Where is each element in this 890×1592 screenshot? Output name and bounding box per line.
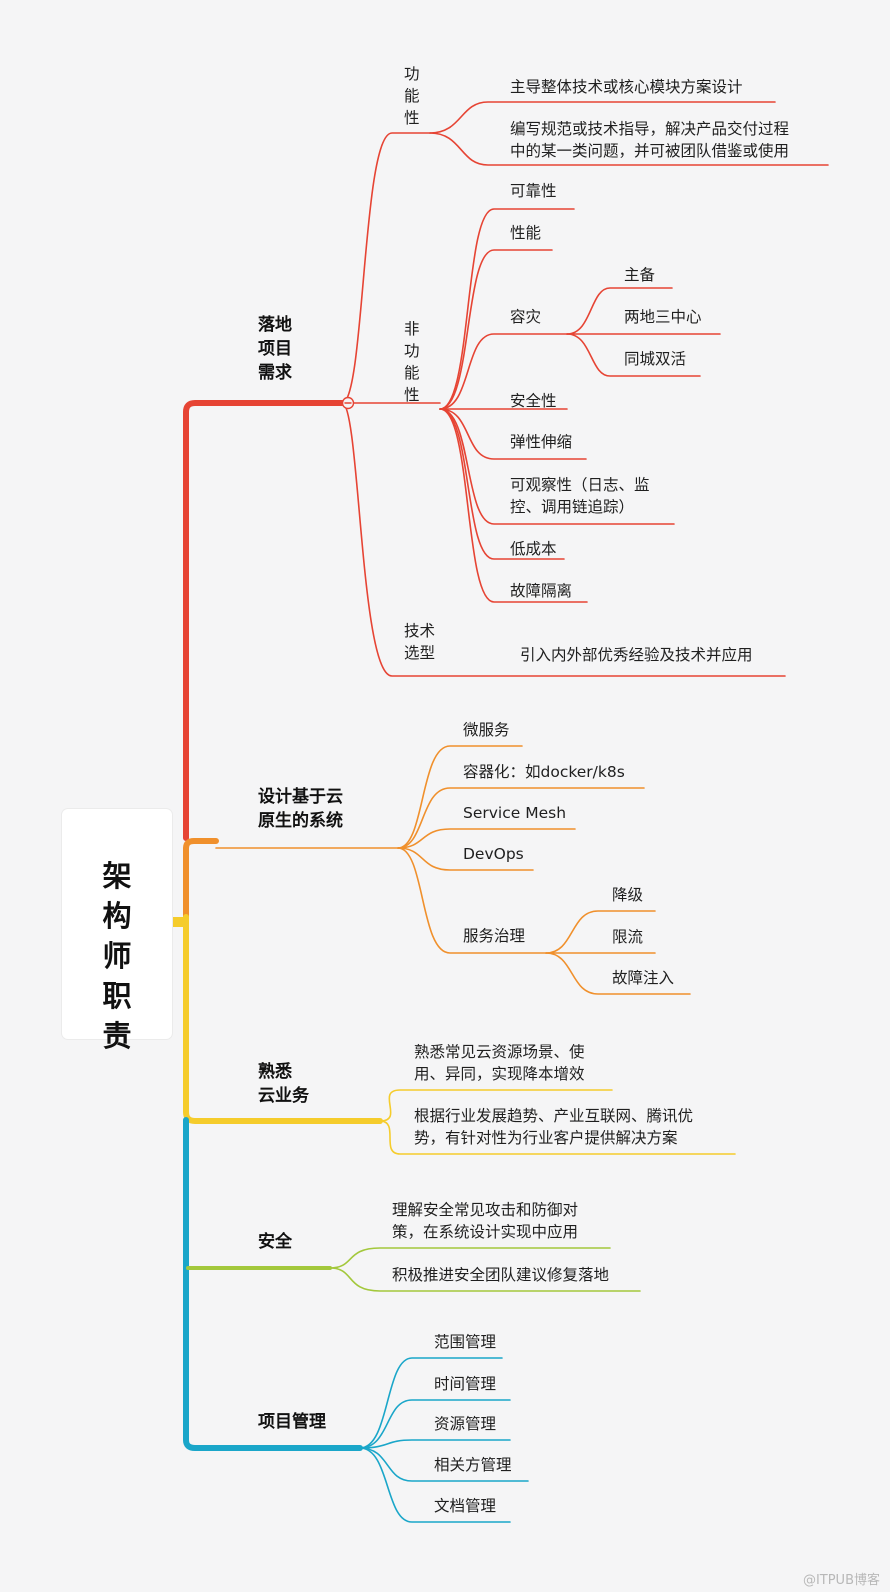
dr-item: 同城双活: [624, 350, 687, 368]
cloudbiz-item: 根据行业发展趋势、产业互联网、腾讯优 势，有针对性为行业客户提供解决方案: [414, 1107, 694, 1147]
branch-cloudnative-connectors: [215, 745, 691, 995]
nonfunctional-item: 故障隔离: [510, 582, 573, 600]
pm-item: 文档管理: [434, 1497, 497, 1515]
governance-item: 限流: [612, 928, 644, 946]
cloudbiz-item: 熟悉常见云资源场景、使 用、异同，实现降本增效: [414, 1043, 585, 1083]
cloudnative-item: DevOps: [463, 845, 524, 863]
functional-item: 编写规范或技术指导，解决产品交付过程 中的某一类问题，并可被团队借鉴或使用: [510, 120, 790, 160]
spine-root-connector: [172, 917, 187, 927]
pm-item: 时间管理: [434, 1375, 497, 1393]
branch-security-title: 安全: [258, 1232, 292, 1252]
security-item: 理解安全常见攻击和防御对 策，在系统设计实现中应用: [392, 1201, 579, 1241]
cloudnative-item: Service Mesh: [463, 804, 567, 822]
branch-security-connectors: [329, 1247, 641, 1292]
nonfunctional-item: 安全性: [510, 392, 557, 410]
nonfunctional-item: 弹性伸缩: [510, 433, 573, 451]
pm-item: 相关方管理: [434, 1456, 512, 1474]
branch-landing-connectors: [229, 101, 829, 677]
nonfunctional-item: 容灾: [510, 308, 542, 326]
governance-item: 故障注入: [612, 969, 675, 987]
nonfunctional-item: 可靠性: [510, 182, 557, 200]
tech-item: 引入内外部优秀经验及技术并应用: [520, 646, 753, 664]
cloudnative-item: 容器化：如docker/k8s: [463, 763, 625, 781]
watermark: @ITPUB博客: [802, 1573, 880, 1588]
dr-item: 主备: [624, 266, 656, 284]
functional-item: 主导整体技术或核心模块方案设计: [510, 78, 743, 96]
branch-cloudnative-title: 设计基于云 原生的系统: [258, 787, 343, 831]
spine-teal: [183, 1117, 363, 1451]
branch-cloudbiz-title: 熟悉 云业务: [258, 1062, 309, 1106]
nonfunctional-item: 性能: [510, 224, 542, 242]
branch-pm-connectors: [359, 1357, 529, 1523]
cloudnative-item: 微服务: [463, 721, 510, 739]
nonfunctional-item: 可观察性（日志、监 控、调用链追踪）: [510, 476, 650, 516]
root-node: 架 构 师 职 责: [62, 809, 172, 1053]
branch-cloudbiz-connectors: [379, 1089, 736, 1155]
nonfunctional-title: 非 功 能 性: [404, 320, 420, 404]
tech-title: 技术 选型: [404, 622, 436, 662]
branch-pm-title: 项目管理: [258, 1412, 326, 1432]
spine-red: [183, 400, 345, 841]
dr-item: 两地三中心: [624, 308, 702, 326]
functional-title: 功 能 性: [404, 65, 420, 127]
governance-item: 降级: [612, 886, 644, 904]
nonfunctional-item: 低成本: [510, 540, 557, 558]
security-item: 积极推进安全团队建议修复落地: [392, 1266, 610, 1284]
pm-item: 范围管理: [434, 1333, 497, 1351]
pm-item: 资源管理: [434, 1415, 497, 1433]
cloudnative-item: 服务治理: [463, 927, 526, 945]
root-title: 架 构 师 职 责: [102, 859, 132, 1053]
spine-orange: [183, 838, 219, 930]
branch-landing-title: 落地 项目 需求: [258, 315, 292, 383]
